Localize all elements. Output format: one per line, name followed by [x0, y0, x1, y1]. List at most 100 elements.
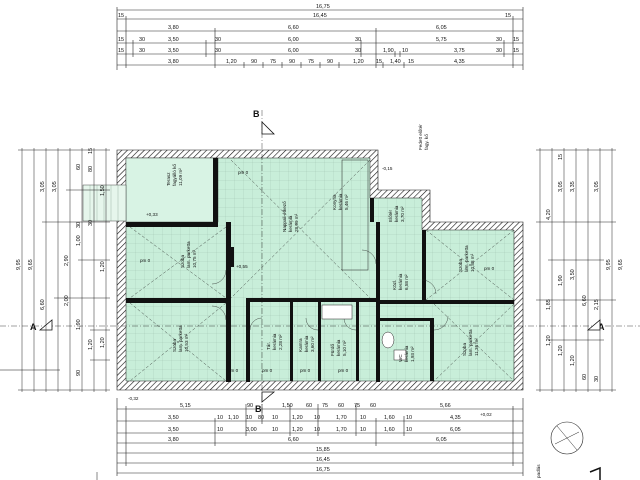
room-name: Terasz [166, 172, 171, 186]
room-area: 10,88 m² [470, 253, 475, 272]
dim-label: 6,60 [288, 437, 299, 443]
dim-label: 75 [354, 403, 360, 409]
dim-label: 30 [76, 222, 82, 228]
dim-label: 1,70 [336, 415, 347, 421]
dim-label: 3,50 [168, 415, 179, 421]
dim-label: 3,05 [594, 181, 600, 192]
dim-label: 10 [217, 427, 223, 433]
room-area: 3,70 m² [400, 206, 405, 222]
room-label-storage: Tár. kerámia 2,28 m² [266, 333, 283, 350]
dim-label: 15 [118, 13, 124, 19]
dim-label: 1,90 [558, 275, 564, 286]
room-label-entry: Előtér kerámia 3,70 m² [388, 205, 405, 222]
room-name: Szoba [180, 255, 185, 268]
room-finish: kerámia [336, 339, 341, 356]
room-name: Közl. [392, 280, 397, 290]
dim-label: 10 [360, 415, 366, 421]
dim-label: 1,20 [100, 261, 106, 272]
dim-label: 75 [308, 59, 314, 65]
level-mark: -0,15 [382, 166, 393, 171]
dim-label: 30 [355, 48, 361, 54]
section-a-right: A [598, 322, 605, 332]
dim-label: 15 [513, 48, 519, 54]
bathtub [321, 304, 353, 320]
floor-level: pm 0 [338, 368, 349, 373]
dim-label: 15 [408, 59, 414, 65]
dim-label: 16,75 [316, 467, 330, 473]
dim-label: 9,65 [618, 259, 624, 270]
terrace-area [125, 157, 219, 223]
dim-label: 15 [513, 37, 519, 43]
room-label-bedroom-2: Szoba lam. parketta 10,53 m² [172, 325, 189, 352]
dim-label: 1,20 [100, 337, 106, 348]
annotation-text: Fedett előtér [418, 124, 423, 150]
dim-label: 10 [360, 427, 366, 433]
dim-label: 15,85 [316, 447, 330, 453]
dim-label: 6,60 [582, 295, 588, 306]
dim-label: 6,05 [450, 427, 461, 433]
dim-label: 75 [322, 403, 328, 409]
dim-label: 5,15 [180, 403, 191, 409]
floor-level: pm 0 [228, 368, 239, 373]
dim-label: 9,65 [28, 259, 34, 270]
kitchen-counter [341, 159, 369, 271]
dim-label: 1,20 [546, 335, 552, 346]
dim-label: 3,05 [558, 181, 564, 192]
dim-label: 60 [370, 403, 376, 409]
dim-label: 4,35 [450, 415, 461, 421]
left-dimension-chains: 9,95 9,65 3,05 3,05 6,60 2,90 2,00 1,00 … [16, 148, 110, 392]
dim-label: 3,50 [168, 48, 179, 54]
dim-label: 90 [289, 59, 295, 65]
annotation-text: fagy. kő [424, 134, 429, 150]
dim-label: 3,50 [168, 427, 179, 433]
bottom-dimension-chains: 5,15 90 1,50 60 75 60 75 60 5,66 3,50 10… [116, 398, 524, 476]
dim-label: 6,00 [288, 48, 299, 54]
room-name: Fürdő [330, 344, 335, 356]
room-label-bedroom-1: Szoba lam. parketta 10,75 m² [180, 241, 197, 268]
dim-top-total: 16,75 [316, 4, 330, 10]
level-mark: +0,33 [146, 212, 158, 217]
room-finish: kerámia [398, 273, 403, 290]
dim-label: 1,00 [76, 235, 82, 246]
dim-label: 60 [306, 403, 312, 409]
dim-label: 6,00 [288, 37, 299, 43]
dim-label: 1,20 [292, 427, 303, 433]
dim-label: 30 [355, 37, 361, 43]
dim-label: 3,80 [168, 25, 179, 31]
dim-label: 5,75 [436, 37, 447, 43]
dim-label: 30 [139, 48, 145, 54]
dim-label: 1,60 [384, 415, 395, 421]
dim-label: 1,90 [383, 48, 394, 54]
level-mark: +0,02 [480, 412, 492, 417]
room-finish: lam. parketta [468, 329, 473, 356]
room-finish: lam. parketta [464, 245, 469, 272]
dim-label: 9,95 [16, 259, 22, 270]
dim-label: 3,80 [168, 437, 179, 443]
dim-label: 30 [139, 37, 145, 43]
dim-label: 3,05 [52, 181, 58, 192]
dim-label: 1,20 [570, 355, 576, 366]
room-name: Szoba [172, 339, 177, 352]
dim-label: 30 [88, 220, 94, 226]
room-name: Kamra [298, 338, 303, 352]
dim-label: 10 [314, 415, 320, 421]
covered-entry-note: Fedett előtér fagy. kő [418, 124, 429, 150]
dim-label: 1,90 [76, 319, 82, 330]
top-dimension-chains: 16,75 15 16,45 15 3,80 6,60 6,05 15 30 3… [116, 4, 524, 70]
dim-label: 60 [582, 374, 588, 380]
dim-label: 90 [327, 59, 333, 65]
dim-label: 60 [338, 403, 344, 409]
room-finish: fagyálló kő [172, 164, 177, 186]
dim-label: 10 [406, 427, 412, 433]
room-name: WC [398, 354, 403, 362]
dim-label: 1,70 [336, 427, 347, 433]
dim-label: 80 [258, 415, 264, 421]
interior-walls [126, 158, 514, 382]
dim-label: 15 [118, 48, 124, 54]
room-finish: kerámia [272, 333, 277, 350]
room-area: 11,36 m² [474, 338, 479, 356]
room-name: Szoba [458, 259, 463, 272]
room-finish: kerámia [404, 345, 409, 362]
building-outline [82, 149, 524, 391]
